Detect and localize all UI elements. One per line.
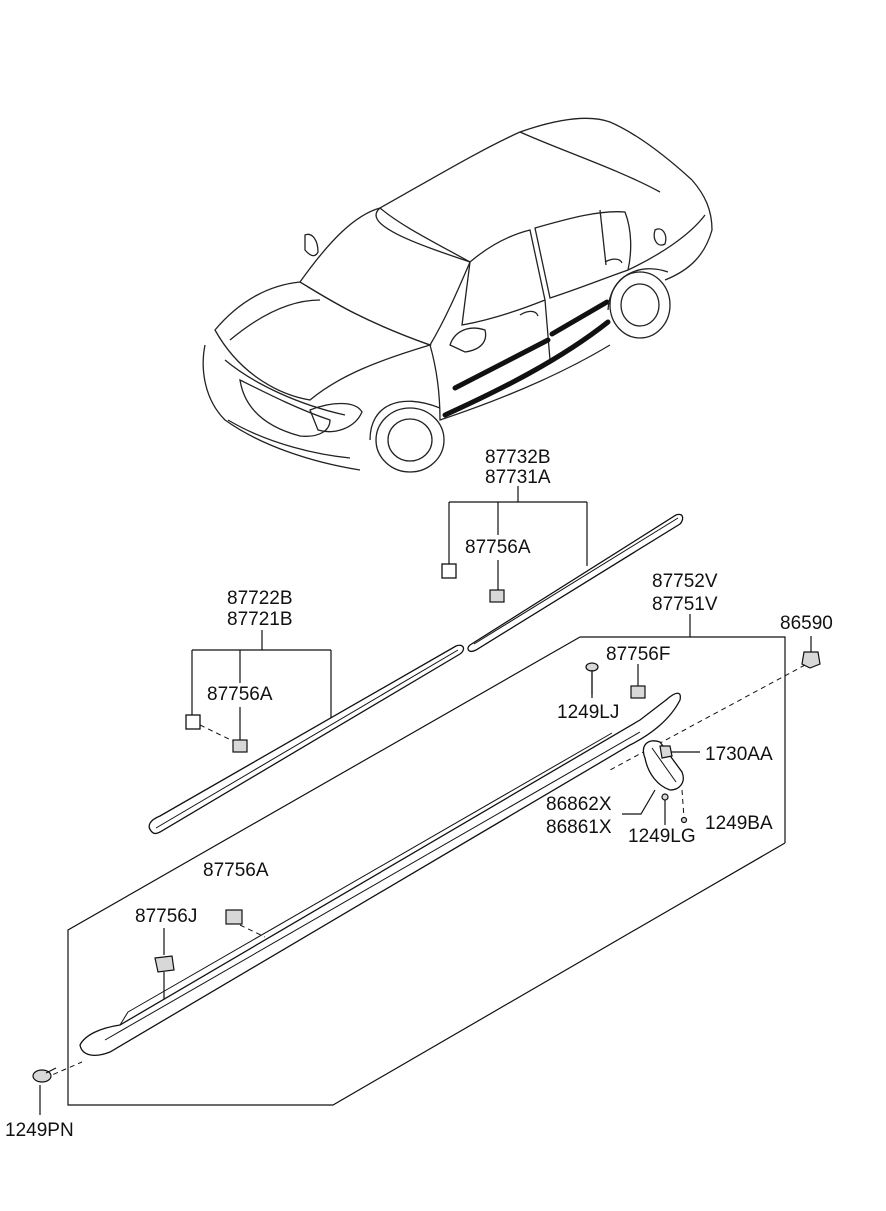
label-87756F: 87756F: [606, 644, 670, 665]
part-labels: 87732B 87731A 87756A 87752V 87751V 86590…: [5, 447, 833, 1141]
label-87751V: 87751V: [652, 594, 718, 615]
screw-1249PN: [32, 1067, 57, 1083]
clip-87756A-top-square: [441, 563, 457, 579]
label-1249LG: 1249LG: [628, 826, 696, 847]
screw-1249BA: [680, 816, 688, 824]
clip-87756J: [154, 955, 175, 973]
label-86861X: 86861X: [546, 817, 612, 838]
screw-86590: [801, 651, 821, 669]
screw-1249LG: [661, 793, 669, 801]
side-sill-molding: [79, 692, 681, 1056]
clip-87756A-mid-square: [185, 714, 201, 730]
clip-1730AA: [659, 745, 673, 759]
label-87752V: 87752V: [652, 571, 718, 592]
clip-87756A-bottom: [225, 909, 243, 925]
label-87756A-top: 87756A: [465, 537, 531, 558]
label-1730AA: 1730AA: [705, 744, 773, 765]
front-wheel: [375, 407, 445, 473]
label-1249PN: 1249PN: [5, 1120, 74, 1141]
label-87731A: 87731A: [485, 467, 551, 488]
screw-1249LJ: [585, 662, 599, 695]
label-1249LJ: 1249LJ: [557, 702, 619, 723]
leader-lines: [39, 486, 812, 1115]
car-front-door-molding: [452, 337, 551, 391]
clip-87756A-mid: [232, 739, 248, 753]
label-87732B: 87732B: [485, 447, 551, 468]
car-rear-door-molding: [549, 299, 610, 337]
clip-87756F: [630, 685, 646, 699]
label-86862X: 86862X: [546, 794, 612, 815]
car-illustration: [202, 117, 713, 473]
parts: [32, 513, 821, 1083]
label-87756A-bottom: 87756A: [203, 860, 269, 881]
car-sill-molding: [442, 319, 611, 418]
label-87722B: 87722B: [227, 588, 293, 609]
label-87756A-mid: 87756A: [207, 684, 273, 705]
rear-wheel: [609, 271, 671, 339]
clip-87756A-top: [489, 589, 505, 603]
label-86590: 86590: [780, 613, 833, 634]
label-1249BA: 1249BA: [705, 813, 773, 834]
label-87756J: 87756J: [135, 906, 197, 927]
label-87721B: 87721B: [227, 609, 293, 630]
